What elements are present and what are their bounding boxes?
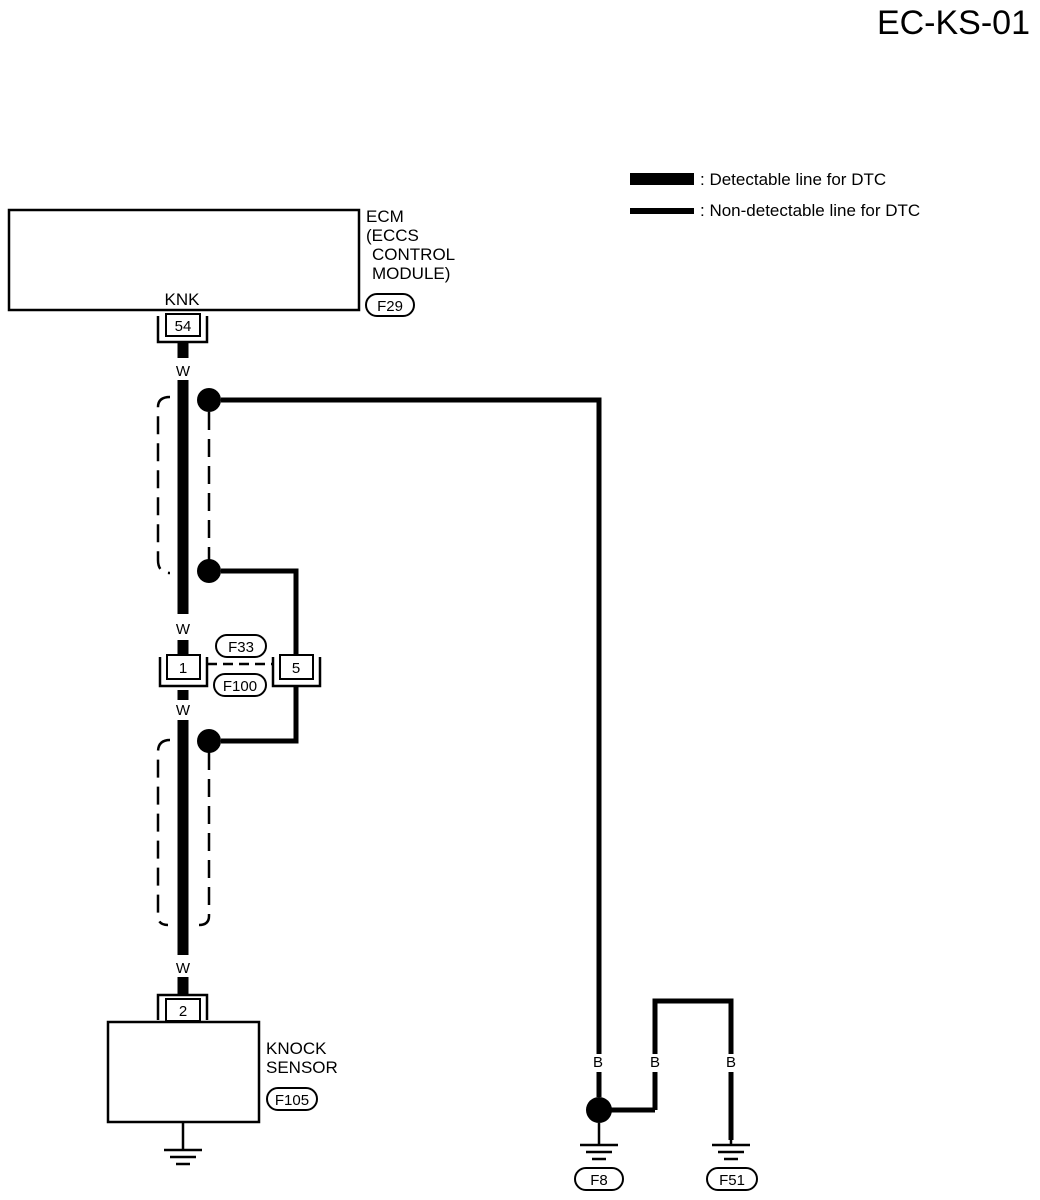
legend-detectable-swatch bbox=[630, 173, 694, 185]
joint-connector-badge-bottom bbox=[213, 673, 267, 697]
joint-connector: 1 5 F33 F100 bbox=[158, 634, 322, 697]
wire-color-w-1: W bbox=[176, 363, 191, 380]
joint-connector-top-label: F33 bbox=[228, 639, 254, 656]
knock-sensor-connector-badge bbox=[266, 1087, 318, 1111]
ecm-unit: ECM (ECCS CONTROL MODULE) F29 KNK bbox=[7, 207, 455, 317]
wire-color-b-2: B bbox=[650, 1054, 660, 1071]
shield-splice-node-2 bbox=[197, 559, 221, 583]
ecm-box bbox=[7, 208, 361, 312]
knock-sensor-label-line2: SENSOR bbox=[266, 1058, 338, 1077]
wire-color-b-1: B bbox=[593, 1054, 603, 1071]
joint-connector-badge-top bbox=[215, 634, 267, 658]
legend-non-detectable-label: : Non-detectable line for DTC bbox=[700, 201, 920, 220]
ecm-pin-number: 54 bbox=[175, 318, 192, 335]
knock-sensor-unit: KNOCK SENSOR F105 bbox=[106, 1020, 338, 1124]
upper-shield bbox=[156, 395, 211, 575]
ground-f8-badge bbox=[574, 1167, 624, 1191]
legend-detectable-label: : Detectable line for DTC bbox=[700, 170, 886, 189]
knock-sensor-ground-icon bbox=[164, 1122, 202, 1166]
ground-f51-label: F51 bbox=[719, 1172, 745, 1189]
ecm-label-line2: (ECCS bbox=[366, 226, 419, 245]
knock-sensor-label-line1: KNOCK bbox=[266, 1039, 327, 1058]
ground-f51-badge bbox=[706, 1167, 758, 1191]
ecm-label-line4: MODULE) bbox=[372, 264, 450, 283]
shield-splice-node-1 bbox=[197, 388, 221, 412]
wire-color-b-3: B bbox=[726, 1054, 736, 1071]
ecm-terminal-name: KNK bbox=[165, 290, 201, 309]
lower-shield bbox=[156, 738, 211, 927]
wire-color-w-3: W bbox=[176, 702, 191, 719]
knock-sensor-pin-number: 2 bbox=[179, 1003, 187, 1020]
wire-color-w-2: W bbox=[176, 621, 191, 638]
ecm-label-line3: CONTROL bbox=[372, 245, 455, 264]
ground-icon-f8 bbox=[580, 1123, 618, 1161]
ground-splice-node bbox=[586, 1097, 612, 1123]
ecm-pin-connector: 54 bbox=[156, 313, 209, 344]
joint-pin-1: 1 bbox=[179, 660, 187, 677]
joint-pin-1-box bbox=[166, 654, 201, 680]
legend: : Detectable line for DTC : Non-detectab… bbox=[630, 170, 920, 220]
knock-sensor-box bbox=[106, 1020, 261, 1124]
page-code: EC-KS-01 bbox=[877, 4, 1030, 42]
wire-color-w-4: W bbox=[176, 960, 191, 977]
joint-pin-5: 5 bbox=[292, 660, 300, 677]
legend-non-detectable-swatch bbox=[630, 208, 694, 214]
shield-drain-wire bbox=[221, 397, 602, 1097]
shield-splice-node-3 bbox=[197, 729, 221, 753]
ground-f8-label: F8 bbox=[590, 1172, 608, 1189]
ecm-label-line1: ECM bbox=[366, 207, 404, 226]
ecm-connector-badge bbox=[365, 293, 415, 317]
ecm-connector-label: F29 bbox=[377, 298, 403, 315]
knock-sensor-connector-label: F105 bbox=[275, 1092, 309, 1109]
joint-pin-5-box bbox=[279, 654, 314, 680]
ground-wiring bbox=[611, 998, 734, 1140]
ground-icon-f51 bbox=[712, 1140, 750, 1161]
knock-sensor-pin-connector: 2 bbox=[156, 993, 209, 1022]
joint-connector-bottom-label: F100 bbox=[223, 678, 257, 695]
